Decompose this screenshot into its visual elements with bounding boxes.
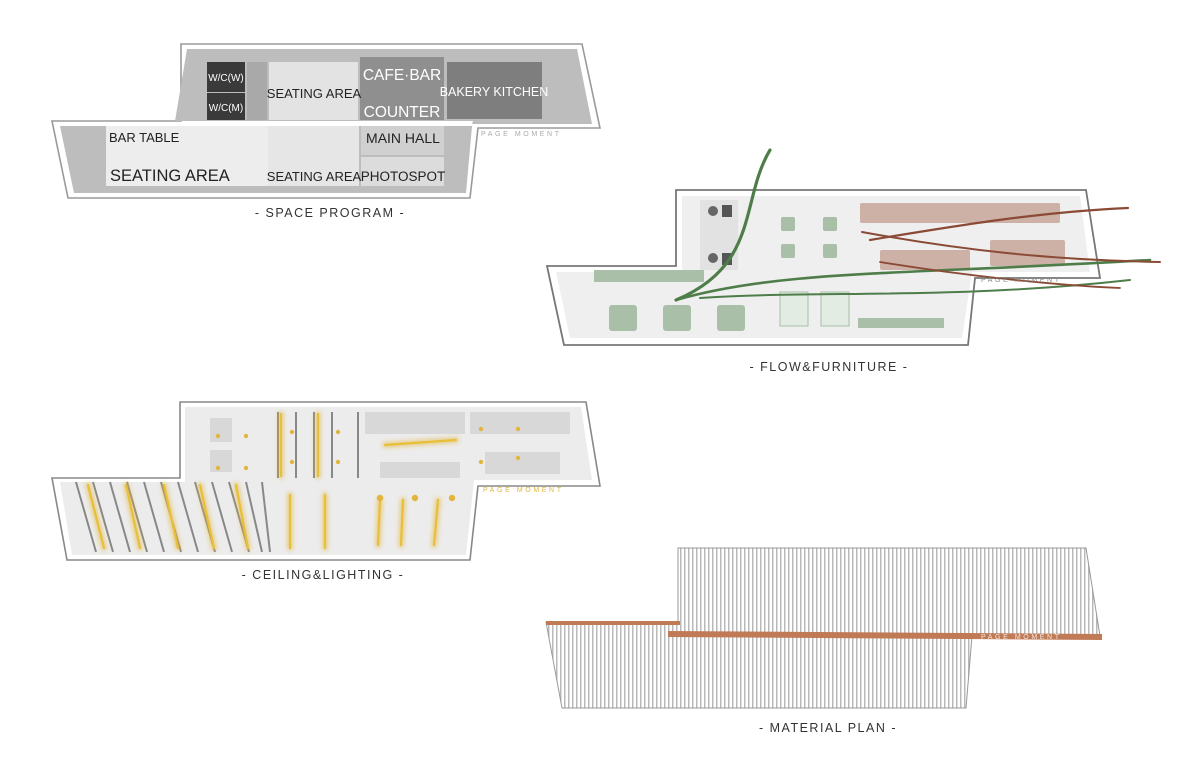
cafe-bar-label: CAFE·BAR bbox=[363, 67, 441, 84]
toilet-icon bbox=[708, 206, 718, 216]
watermark-space: PAGE MOMENT bbox=[481, 131, 562, 138]
bar-table-label: BAR TABLE bbox=[109, 130, 180, 145]
wc-men-room bbox=[207, 93, 245, 120]
ceiling-furniture-ghost bbox=[210, 412, 570, 478]
bar-table bbox=[594, 270, 704, 282]
lower-seating-tables bbox=[609, 305, 745, 331]
circulation-flow-lines bbox=[674, 148, 1161, 302]
ceiling-floor bbox=[60, 407, 592, 555]
upper-cafe-tables bbox=[781, 217, 837, 258]
toilet-icon bbox=[708, 253, 718, 263]
main-hall-room bbox=[361, 126, 444, 155]
kitchen-equipment bbox=[860, 203, 1065, 270]
counter-label: COUNTER bbox=[364, 104, 441, 121]
bakery-kitchen-label: BAKERY KITCHEN bbox=[440, 85, 549, 99]
linear-light bbox=[86, 412, 458, 550]
corridor-room bbox=[247, 62, 267, 120]
middle-sofa-seating bbox=[779, 291, 850, 327]
sink-icon bbox=[722, 253, 732, 265]
main-hall-label: MAIN HALL bbox=[366, 130, 440, 146]
photospot-label: PHOTOSPOT bbox=[361, 169, 446, 184]
caption-material-plan: - MATERIAL PLAN - bbox=[759, 721, 897, 735]
flow-wc-area bbox=[700, 200, 738, 270]
watermark-flow: PAGE MOMENT bbox=[981, 277, 1062, 284]
wc-women-label: W/C(W) bbox=[208, 73, 244, 84]
material-stripes bbox=[545, 547, 1101, 709]
photospot-bench bbox=[858, 318, 944, 328]
wc-women-room bbox=[207, 62, 245, 92]
flow-furniture-diagram: PAGE MOMENT - FLOW&FURNITURE - bbox=[545, 148, 1161, 374]
copper-band-left bbox=[546, 621, 680, 625]
wc-men-label: W/C(M) bbox=[209, 103, 243, 114]
seating-middle-room bbox=[268, 126, 359, 186]
material-plan-diagram: PAGE MOMENT - MATERIAL PLAN - bbox=[545, 547, 1102, 735]
seating-large-room bbox=[106, 126, 268, 186]
ceiling-outline bbox=[51, 401, 601, 561]
flow-outline bbox=[545, 189, 1102, 346]
space-program-diagram: W/C(W) W/C(M) SEATING AREA CAFE·BAR COUN… bbox=[51, 43, 601, 220]
bakery-kitchen-room bbox=[447, 62, 542, 119]
watermark-material: PAGE MOMENT bbox=[981, 634, 1062, 641]
photospot-room bbox=[361, 157, 444, 186]
caption-flow-furniture: - FLOW&FURNITURE - bbox=[750, 360, 909, 374]
seating-middle-label: SEATING AREA bbox=[267, 169, 362, 184]
cafe-bar-counter-room bbox=[360, 57, 444, 120]
sink-icon bbox=[722, 205, 732, 217]
seating-upper-room bbox=[269, 62, 358, 120]
seating-upper-label: SEATING AREA bbox=[267, 86, 362, 101]
flow-floor bbox=[556, 196, 1090, 338]
copper-band-right bbox=[668, 631, 1102, 640]
spot-lights bbox=[215, 426, 521, 502]
ceiling-lighting-diagram: PAGE MOMENT - CEILING&LIGHTING - bbox=[51, 401, 601, 582]
watermark-ceiling: PAGE MOMENT bbox=[483, 487, 564, 494]
seating-large-label: SEATING AREA bbox=[110, 167, 230, 185]
caption-space-program: - SPACE PROGRAM - bbox=[255, 206, 405, 220]
space-outline bbox=[51, 43, 601, 199]
caption-ceiling-lighting: - CEILING&LIGHTING - bbox=[242, 568, 405, 582]
